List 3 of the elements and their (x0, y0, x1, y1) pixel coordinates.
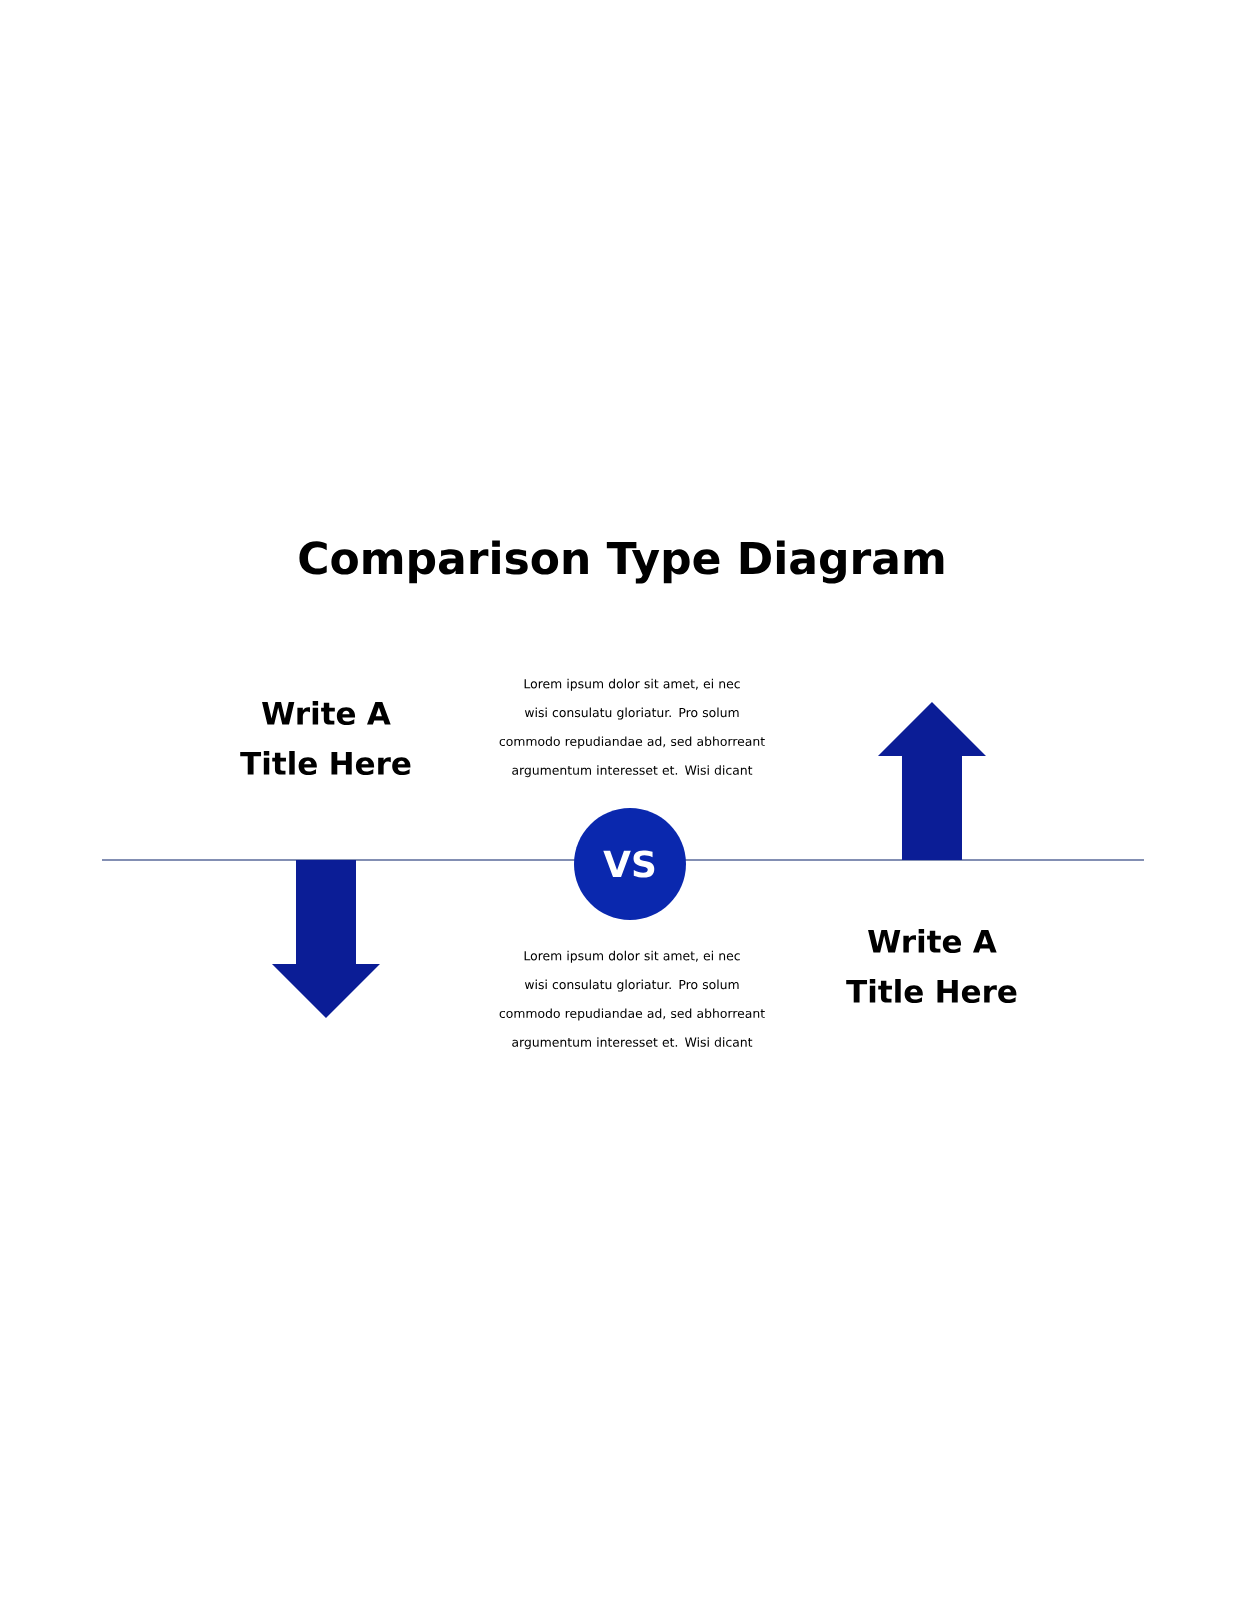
title: Comparison Type Diagram (299, 540, 944, 584)
heading: Write A Title Here (846, 929, 1017, 1003)
heading: Write A Title Here (240, 701, 411, 775)
